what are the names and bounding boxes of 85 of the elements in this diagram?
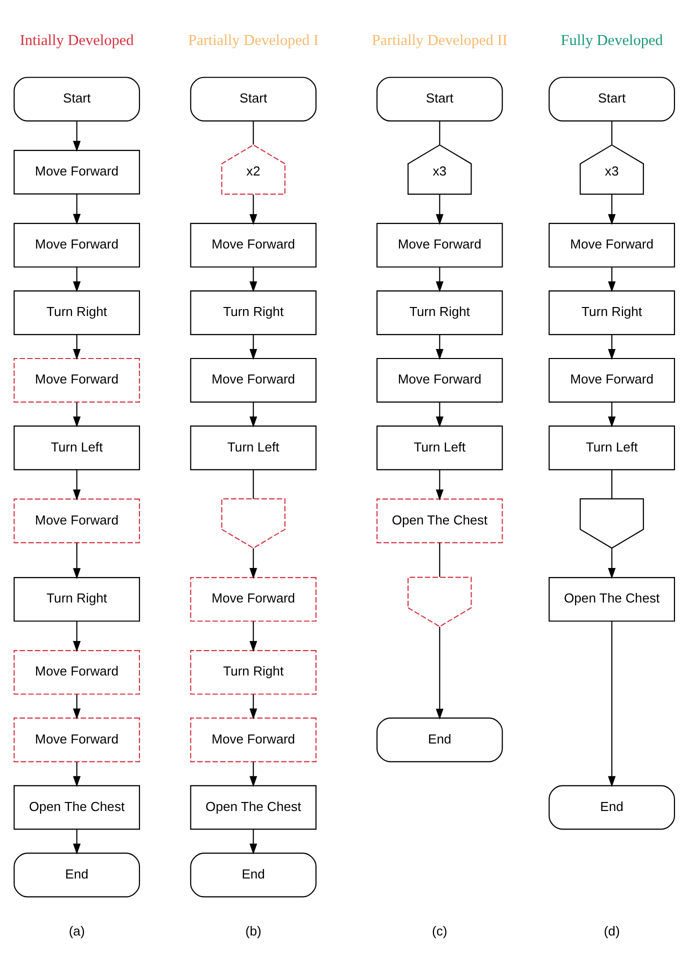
- node-box: Turn Right: [14, 576, 140, 622]
- node-box: Open The Chest: [548, 576, 676, 622]
- arrow: [608, 402, 616, 428]
- arrow: [436, 470, 444, 500]
- arrow: [73, 762, 81, 787]
- node-box: Move Forward: [376, 358, 503, 403]
- arrow: [250, 194, 258, 225]
- node-box: Move Forward: [14, 650, 140, 695]
- node-box: Move Forward: [14, 222, 140, 268]
- label: Intially Developed: [20, 32, 134, 49]
- node-box: Turn Right: [548, 290, 676, 336]
- arrow: [608, 621, 616, 788]
- arrow: [73, 334, 81, 360]
- label: (b): [245, 924, 262, 939]
- connector: [611, 470, 612, 499]
- arrow: [250, 762, 258, 787]
- node-box: Turn Left: [190, 426, 317, 470]
- label: Fully Developed: [560, 32, 663, 49]
- node-box: Start: [548, 76, 676, 122]
- label: (a): [68, 924, 85, 939]
- arrow: [73, 470, 81, 500]
- connector: [252, 470, 254, 499]
- node-box: Turn Right: [190, 650, 317, 695]
- node-box: Move Forward: [190, 222, 317, 268]
- arrow: [436, 267, 444, 292]
- arrow: [250, 548, 258, 579]
- node-box: Move Forward: [14, 718, 140, 762]
- arrow: [73, 402, 81, 428]
- node-box: Move Forward: [14, 358, 140, 403]
- arrow: [608, 267, 616, 292]
- node-box: Move Forward: [14, 150, 140, 195]
- node-box: Open The Chest: [376, 498, 503, 544]
- arrow: [250, 334, 258, 360]
- arrow: [608, 334, 616, 360]
- connector: [439, 121, 440, 145]
- arrow: [436, 194, 444, 225]
- node-box: Start: [190, 76, 317, 122]
- arrow: [250, 621, 258, 652]
- arrow: [73, 621, 81, 652]
- node-box: Turn Right: [190, 290, 317, 336]
- label: (c): [432, 924, 448, 939]
- node-box: Move Forward: [548, 358, 676, 403]
- label: (d): [604, 924, 620, 939]
- node-box: Turn Left: [548, 426, 676, 470]
- node-box: Turn Left: [376, 426, 503, 470]
- arrow: [250, 402, 258, 428]
- node-box: Start: [14, 76, 140, 122]
- connector: [252, 121, 254, 145]
- arrow: [608, 194, 616, 225]
- node-box: Open The Chest: [14, 785, 140, 830]
- arrow: [73, 694, 81, 720]
- node-arch: [221, 498, 286, 549]
- node-box: Move Forward: [376, 222, 503, 268]
- node-box: End: [14, 852, 140, 898]
- node-arch: [580, 498, 644, 549]
- node-box: End: [548, 785, 676, 830]
- arrow: [73, 121, 81, 152]
- arrow: [73, 830, 81, 855]
- arrow: [436, 626, 444, 720]
- node-box: Turn Right: [14, 290, 140, 336]
- node-box: Move Forward: [548, 222, 676, 268]
- connector: [611, 121, 612, 145]
- node-box: Turn Left: [14, 426, 140, 470]
- label: Partially Developed I: [188, 32, 319, 49]
- node-arch: [408, 576, 472, 628]
- node-box: Open The Chest: [190, 785, 317, 830]
- arrow: [73, 194, 81, 225]
- arrow: [436, 402, 444, 428]
- node-box: Move Forward: [14, 498, 140, 544]
- arrow: [436, 334, 444, 360]
- node-box: Move Forward: [190, 576, 317, 622]
- node-box: Move Forward: [190, 718, 317, 762]
- arrow: [250, 830, 258, 855]
- label: Partially Developed II: [372, 32, 508, 49]
- arrow: [250, 267, 258, 292]
- node-box: Move Forward: [190, 358, 317, 403]
- node-box: Start: [376, 76, 503, 122]
- arrow: [73, 267, 81, 292]
- arrow: [73, 542, 81, 580]
- connector: [439, 542, 440, 577]
- node-box: Turn Right: [376, 290, 503, 336]
- node-box: End: [376, 718, 503, 762]
- node-box: End: [190, 852, 317, 898]
- arrow: [250, 694, 258, 720]
- arrow: [608, 548, 616, 579]
